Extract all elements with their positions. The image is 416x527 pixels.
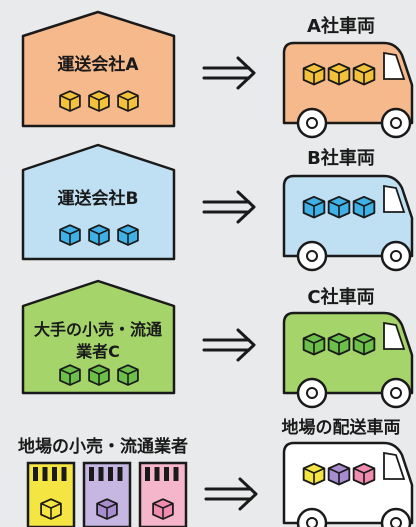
truck-hub [390,250,402,262]
awning-stripe [98,467,104,481]
truck-hub [390,387,402,399]
row-company-a: 運送会社A A社車両 [21,10,414,139]
truck-parcel-icon [352,195,376,219]
parcel-icon [59,90,81,112]
parcel-icon [59,364,81,386]
awning-stripe [117,467,123,481]
truck-parcel-icon [327,62,351,86]
truck-local [282,441,414,527]
truck-hub [306,517,318,527]
parcel-icon [88,364,110,386]
store-parcel-icon [152,498,174,520]
truck-parcel-icon [302,195,326,219]
store-icon [138,461,188,527]
truck-hub [390,517,402,527]
truck-window [383,184,406,213]
awning-stripe [42,467,48,481]
awning-stripe [61,467,67,481]
truck-body [282,41,414,125]
parcel-icon [59,224,81,246]
truck-parcel-icon [302,462,326,486]
awning-stripe [173,467,179,481]
awning-stripe [89,467,94,481]
arrow-d [204,477,258,511]
vehicle-c-label: C社車両 [307,286,374,308]
parcel-icons-b [59,224,139,246]
vehicle-a-label: A社車両 [307,15,375,37]
truck-window [383,51,406,80]
awning-stripe [52,467,57,481]
parcel-icon [88,224,110,246]
warehouse-b-label: 運送会社B [58,188,139,209]
parcel-icon [117,90,139,112]
truck-a [282,41,414,139]
awning-stripe [33,467,38,481]
truck-b [282,174,414,272]
truck-parcel-icon [327,462,351,486]
truck-hub [390,117,402,129]
warehouse-c [21,279,176,395]
awning-stripe [164,467,169,481]
truck-parcel-icon [327,195,351,219]
vehicle-b-label: B社車両 [307,147,375,169]
truck-c [282,311,414,409]
truck-hub [306,250,318,262]
awning-stripe [154,467,160,481]
parcel-icon [117,224,139,246]
truck-parcel-icon [327,332,351,356]
row-local: 地場の小売・流通業者 地場の配送車両 [18,417,414,527]
truck-body [282,174,414,258]
arrow-a [202,56,256,90]
truck-parcel-icon [302,62,326,86]
arrow-c [202,328,256,362]
truck-hub [306,387,318,399]
store-icon [26,461,76,527]
warehouse-c-label-line1: 大手の小売・流通 [34,320,162,339]
truck-hub [306,117,318,129]
truck-window [383,321,406,350]
truck-parcel-icon [352,62,376,86]
truck-body [282,311,414,395]
store-parcel-icon [96,498,118,520]
warehouse-c-label-line2: 業者C [75,342,120,361]
parcel-icons-a [59,90,139,112]
arrow-b [202,190,256,224]
truck-parcel-icon [302,332,326,356]
parcel-icon [88,90,110,112]
truck-body [282,441,414,525]
truck-window [383,451,406,480]
truck-parcel-icon [352,462,376,486]
truck-parcel-icon [352,332,376,356]
parcel-icon [117,364,139,386]
row-company-c: 大手の小売・流通 業者C C社車両 [21,279,414,409]
store-parcel-icon [40,498,62,520]
store-icon [82,461,132,527]
local-retailers-label: 地場の小売・流通業者 [18,436,188,457]
parcel-icons-c [59,364,139,386]
local-stores [26,461,188,527]
row-company-b: 運送会社B B社車両 [21,143,414,272]
warehouse-a-label: 運送会社A [57,54,139,75]
vehicle-local-label: 地場の配送車両 [282,417,401,438]
awning-stripe [108,467,113,481]
awning-stripe [145,467,150,481]
